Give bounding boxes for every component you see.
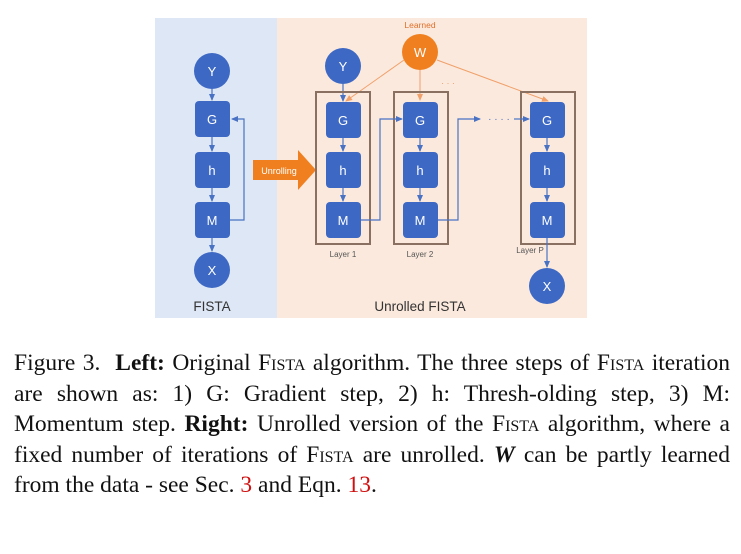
w-node <box>402 34 438 70</box>
w-arrow-layer-p <box>436 59 549 102</box>
caption-text: are unrolled. <box>353 441 494 468</box>
right-panel-label: Unrolled FISTA <box>374 299 465 314</box>
caption-fista: Fista <box>492 411 540 437</box>
layer-1-g-label: G <box>338 113 348 128</box>
unrolled-x-label: X <box>543 279 552 294</box>
layer-2-h-node <box>403 152 438 188</box>
layer-2-h-label: h <box>416 163 423 178</box>
layer-2-m-label: M <box>415 213 426 228</box>
left-panel-label: FISTA <box>193 299 230 314</box>
left-x-node <box>194 252 230 288</box>
layer-2-g-node <box>403 102 438 138</box>
learned-label: Learned <box>404 20 435 30</box>
layer-1-m-label: M <box>338 213 349 228</box>
caption-text: . <box>370 472 377 498</box>
top-ellipsis: · · · <box>441 78 455 88</box>
layer-p: G h M Layer P <box>516 91 576 255</box>
layer-p-m-label: M <box>542 213 553 228</box>
caption-right-heading: Right: <box>184 411 249 437</box>
layer-p-box <box>520 91 576 245</box>
left-g-label: G <box>207 112 217 127</box>
layer-2-g-label: G <box>415 113 425 128</box>
unrolling-label: Unrolling <box>261 166 297 176</box>
left-g-node <box>195 101 230 137</box>
layer-1-g-node <box>326 102 361 138</box>
caption-figure-label: Figure 3. <box>14 350 101 376</box>
caption-left-heading: Left: <box>115 350 165 376</box>
layer-2-box <box>393 91 449 245</box>
layer-2-m-node <box>403 202 438 238</box>
caption-text: Unrolled version of the <box>248 411 493 437</box>
left-column: Y G h M X FISTA <box>193 53 245 314</box>
caption-w-variable: W <box>493 441 515 468</box>
left-x-label: X <box>208 263 217 278</box>
unrolled-x-node <box>529 268 565 304</box>
layer-2-label: Layer 2 <box>407 250 434 259</box>
layer-1: G h M Layer 1 <box>315 91 371 259</box>
w-node-label: W <box>414 45 427 60</box>
layer-p-h-label: h <box>543 163 550 178</box>
w-arrow-layer-1 <box>345 59 405 102</box>
left-loop-arrow <box>230 116 245 221</box>
layer-2: G h M Layer 2 <box>393 91 449 259</box>
left-y-label: Y <box>208 64 217 79</box>
caption-text: iteration are shown as: 1) G: Gradient s… <box>14 350 731 437</box>
caption-text: and Eqn. <box>252 472 348 498</box>
caption-fista: Fista <box>596 350 645 376</box>
layer-1-m-node <box>326 202 361 238</box>
figure-caption: Figure 3. Left: Original Fista algorithm… <box>14 348 730 501</box>
left-m-node <box>195 202 230 238</box>
caption-text: algorithm, where a fixed number of itera… <box>14 411 730 468</box>
caption-text: can be partly learned from the data - se… <box>14 441 730 499</box>
layer-p-g-node <box>530 102 565 138</box>
caption-fista: Fista <box>306 441 354 468</box>
caption-text: Original <box>164 350 259 376</box>
left-h-label: h <box>208 163 215 178</box>
caption-fista: Fista <box>258 350 306 376</box>
layer-1-label: Layer 1 <box>330 250 357 259</box>
arrow-layer-2-to-next <box>438 116 481 221</box>
equation-reference-link[interactable]: 13 <box>347 472 371 498</box>
left-y-node <box>194 53 230 89</box>
unrolled-y-node <box>325 48 361 84</box>
layer-p-m-node <box>530 202 565 238</box>
layer-1-h-node <box>326 152 361 188</box>
unrolling-arrow: Unrolling <box>253 150 316 190</box>
layer-1-box <box>315 91 371 245</box>
layers-ellipsis: · · · · <box>488 114 510 125</box>
fista-figure: Y G h M X FISTA Unrolling Learned W · · … <box>155 18 587 318</box>
unrolled-y-label: Y <box>339 59 348 74</box>
arrow-layer-1-to-2 <box>361 116 403 221</box>
section-reference-link[interactable]: 3 <box>240 472 253 498</box>
caption-text: algorithm. The three steps of <box>305 350 597 376</box>
left-h-node <box>195 152 230 188</box>
layer-p-g-label: G <box>542 113 552 128</box>
layer-p-h-node <box>530 152 565 188</box>
left-m-label: M <box>207 213 218 228</box>
layer-1-h-label: h <box>339 163 346 178</box>
layer-p-label: Layer P <box>516 246 544 255</box>
